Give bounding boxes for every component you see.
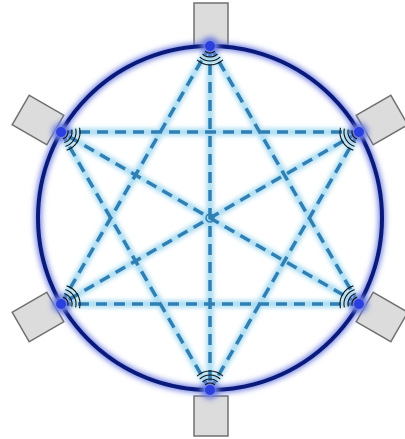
sensor-probe-bottom (194, 396, 228, 436)
